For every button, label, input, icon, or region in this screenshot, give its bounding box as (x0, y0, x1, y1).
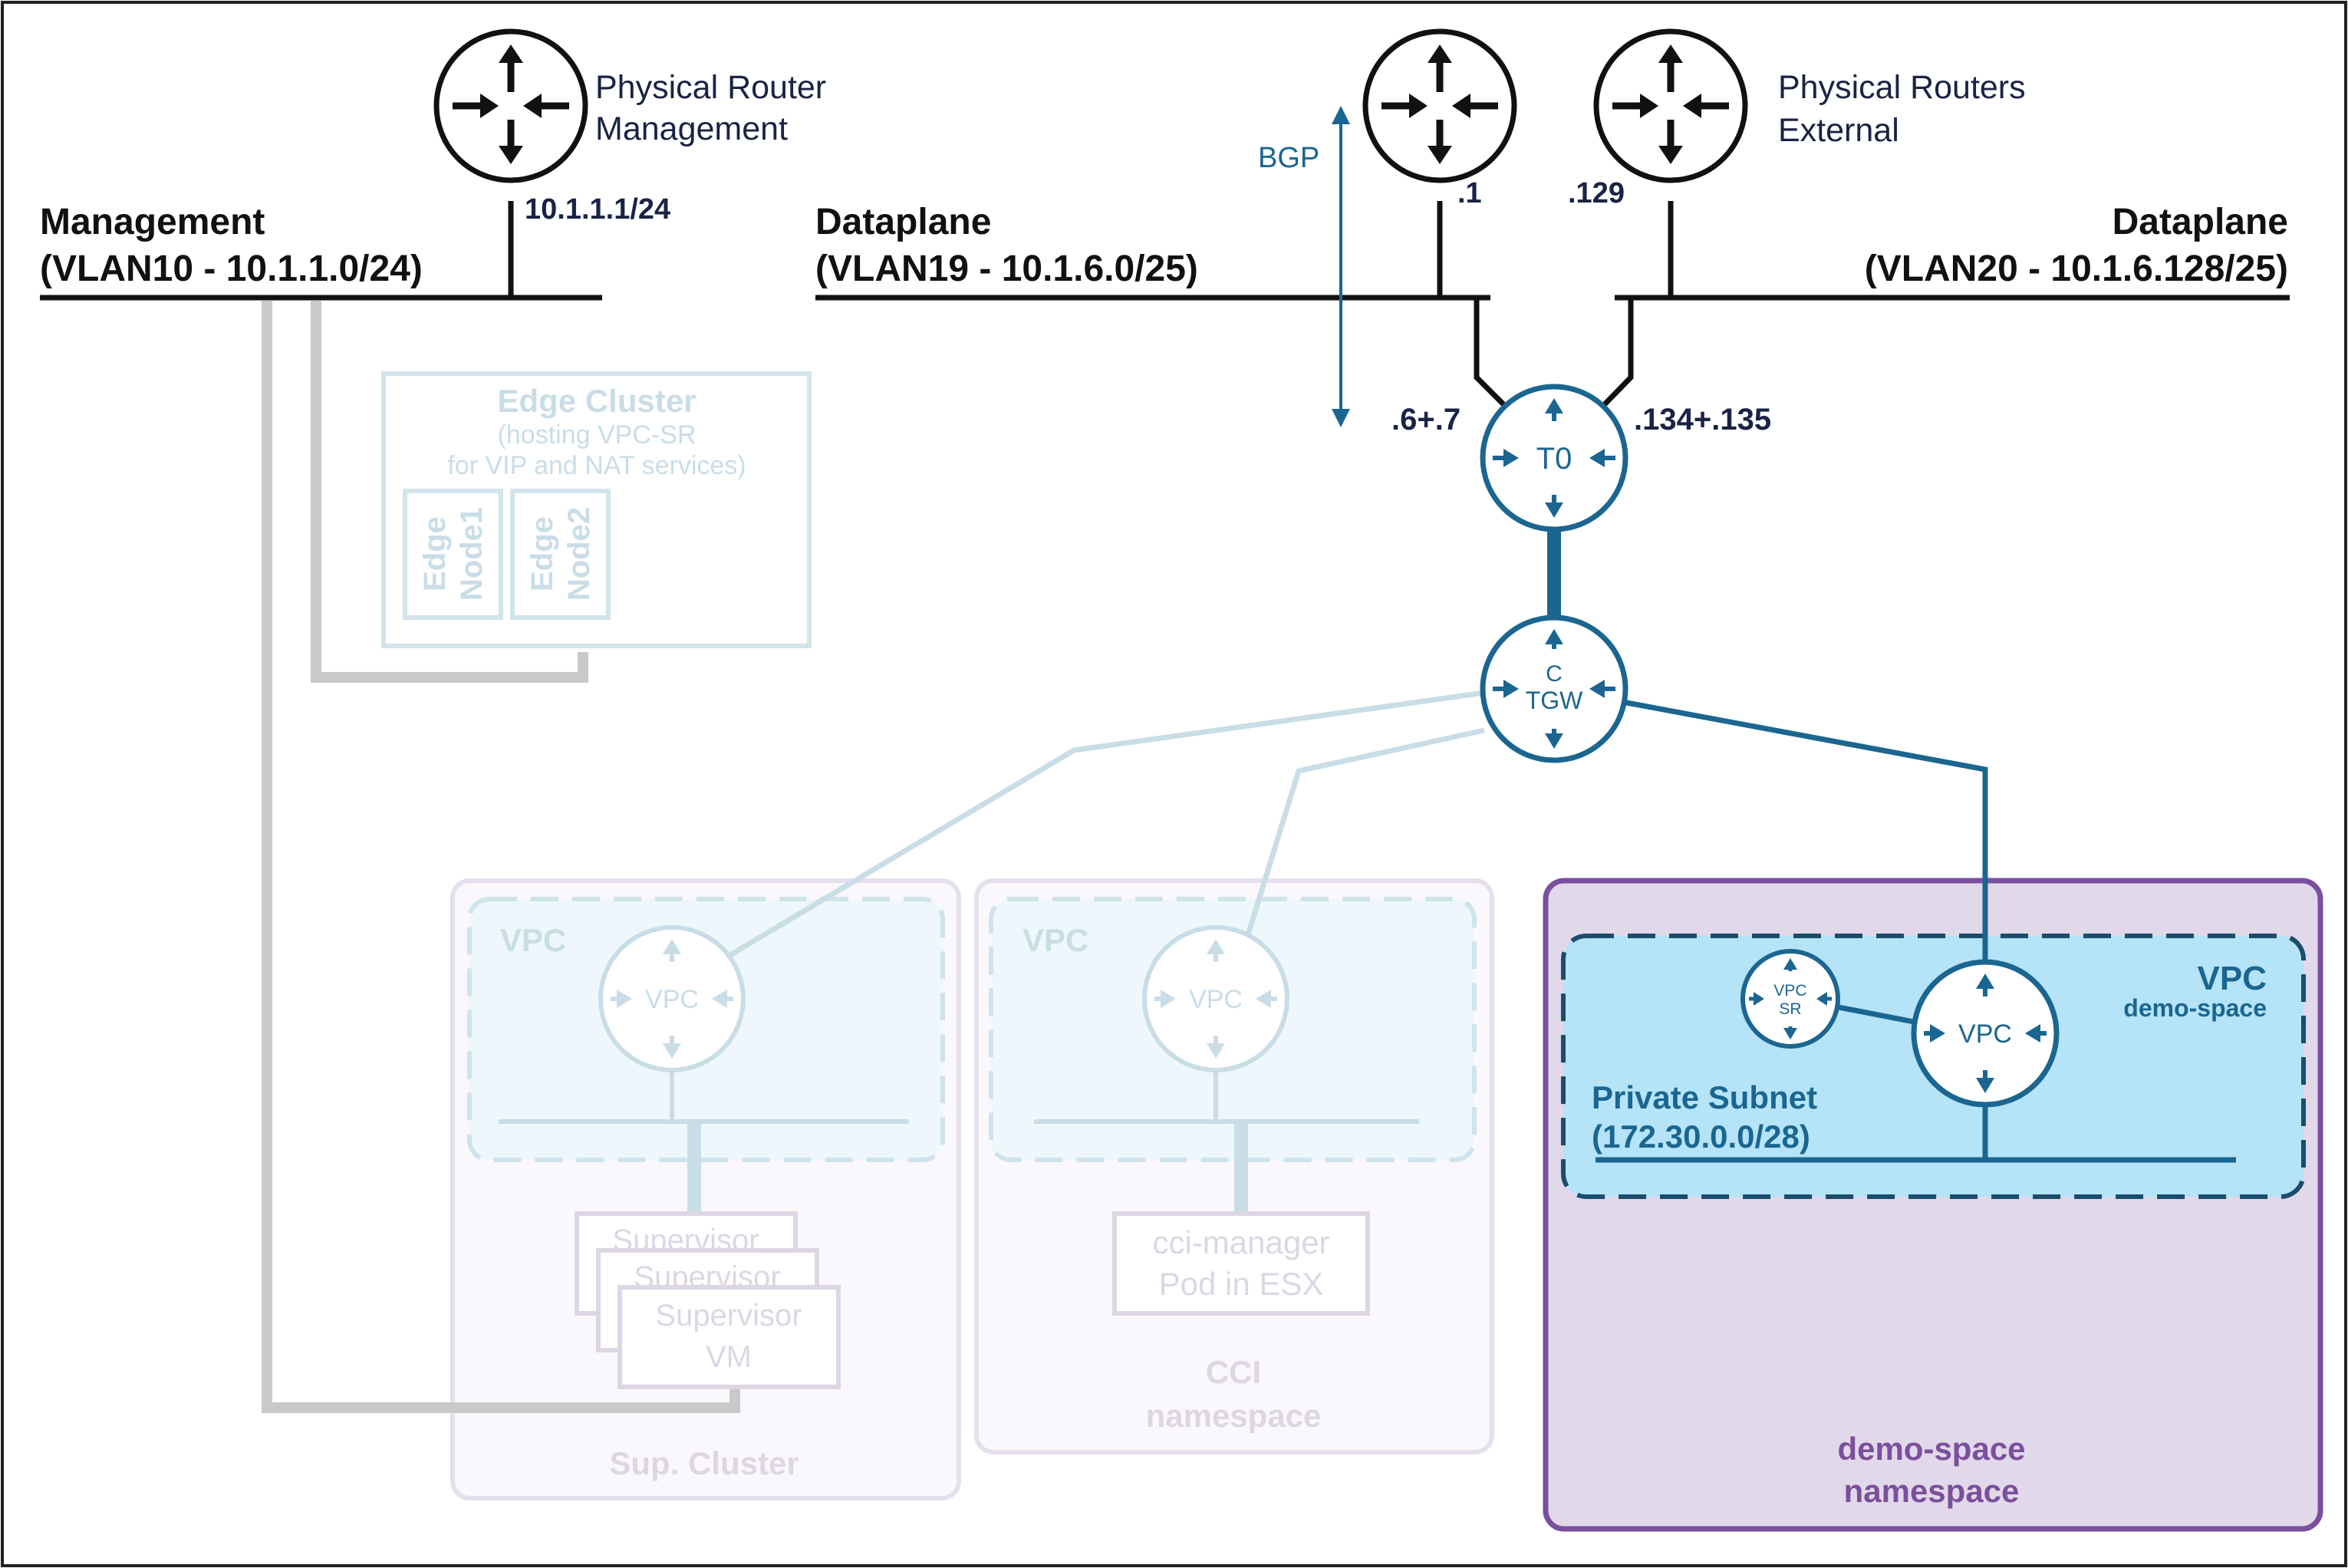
dp-right-router-ip: .129 (1568, 177, 1625, 209)
sr-label-line2: SR (1779, 1000, 1801, 1018)
dp-right-router-label-2: External (1778, 112, 1899, 149)
management-title: Management (40, 202, 265, 242)
vpc-arrows-icon (611, 939, 733, 1059)
supervisor-front-line1: Supervisor (655, 1299, 802, 1332)
cci-vpc-router: VPC (1142, 925, 1289, 1072)
physical-router-dataplane-right (1593, 28, 1748, 183)
cci-vpc-label: VPC (1023, 922, 1088, 958)
t0-right-ips: .134+.135 (1634, 403, 1771, 436)
edge-node2-box (510, 489, 611, 620)
edge-cluster-title: Edge Cluster (497, 383, 696, 419)
vpc-arrows-icon (1154, 939, 1277, 1059)
edge-node2-line2: Node2 (562, 507, 596, 601)
demo-ns-label-1: demo-space (1837, 1431, 2025, 1467)
demo-vpc-label: VPC (2198, 960, 2267, 997)
demo-vpc-sr-router: VPC SR (1740, 949, 1840, 1049)
dp-left-title: Dataplane (815, 202, 991, 242)
mgmt-router-ip: 10.1.1.1/24 (525, 193, 670, 226)
mgmt-router-label-1: Physical Router (595, 69, 826, 106)
demo-subnet-label-1: Private Subnet (1592, 1079, 1817, 1115)
sup-vpc-label: VPC (500, 922, 566, 958)
tgw-demo-vpc-link (1622, 699, 1988, 967)
dp-left-vlan: (VLAN19 - 10.1.6.0/25) (815, 249, 1198, 289)
edge-node1-box (403, 489, 503, 620)
edge-cluster-subtitle-1: (hosting VPC-SR (498, 420, 696, 450)
edge-node1-line2: Node1 (455, 507, 489, 601)
mgmt-router-label-2: Management (595, 110, 788, 147)
sr-arrows-icon (1749, 958, 1832, 1039)
management-vlan: (VLAN10 - 10.1.1.0/24) (40, 249, 423, 289)
demo-vpc-sublabel: demo-space (2123, 994, 2267, 1022)
tgw-router: C TGW (1480, 614, 1628, 763)
cci-ns-label-2: namespace (1146, 1398, 1322, 1434)
bgp-label: BGP (1258, 142, 1319, 174)
edge-cluster: Edge Cluster (hosting VPC-SR for VIP and… (381, 371, 812, 648)
tgw-label-line2: TGW (1526, 687, 1583, 714)
t0-uplink-right (1602, 298, 1634, 407)
dp-right-title: Dataplane (2113, 202, 2288, 242)
router-arrows-icon (1612, 44, 1729, 164)
tgw-label-line1: C (1546, 661, 1563, 687)
demo-ns-label-2: namespace (1844, 1473, 2020, 1509)
edge-node1-line1: Edge (418, 516, 452, 591)
supervisor-front-line2: VM (706, 1340, 752, 1374)
dp-right-router-label-1: Physical Routers (1778, 69, 2026, 106)
demo-sr-link (1834, 1003, 1915, 1025)
t0-uplink-left (1474, 298, 1506, 407)
edge-cluster-subtitle-2: for VIP and NAT services) (447, 451, 746, 480)
tgw-cci-vpc-link (1243, 727, 1485, 941)
t0-left-ips: .6+.7 (1391, 403, 1461, 436)
cci-ns-label-1: CCI (1206, 1354, 1261, 1390)
t0-router: T0 (1480, 384, 1628, 532)
management-gray-links (262, 301, 740, 1413)
sup-vpc-router-label: VPC (645, 985, 699, 1014)
physical-router-dataplane-left (1362, 28, 1517, 183)
supervisor-stack: Supervisor Supervisor Supervisor VM (575, 1211, 841, 1389)
dp-right-vlan: (VLAN20 - 10.1.6.128/25) (1865, 249, 2288, 289)
router-arrows-icon (1381, 44, 1498, 164)
demo-vpc-router-label: VPC (1958, 1020, 2012, 1049)
sup-cluster-label: Sup. Cluster (609, 1445, 799, 1481)
edge-node2-line1: Edge (525, 516, 559, 591)
tgw-arrows-icon (1493, 629, 1615, 749)
t0-label: T0 (1536, 442, 1572, 476)
sr-label-line1: VPC (1773, 982, 1806, 1000)
cci-pod-line1: cci-manager (1152, 1224, 1329, 1260)
dp-left-router-ip: .1 (1457, 177, 1482, 209)
demo-vpc-router: VPC (1911, 959, 2060, 1108)
demo-subnet-label-2: (172.30.0.0/28) (1592, 1118, 1810, 1155)
cci-vpc-router-label: VPC (1189, 985, 1243, 1014)
physical-router-management (433, 28, 588, 183)
tgw-sup-vpc-link (716, 690, 1485, 966)
vpc-arrows-icon (1924, 973, 2047, 1093)
sup-vpc-router: VPC (598, 925, 746, 1072)
cci-pod-line2: Pod in ESX (1159, 1266, 1324, 1302)
t0-arrows-icon (1493, 398, 1615, 518)
cci-manager-pod: cci-manager Pod in ESX (1112, 1211, 1370, 1316)
router-arrows-icon (453, 44, 569, 164)
